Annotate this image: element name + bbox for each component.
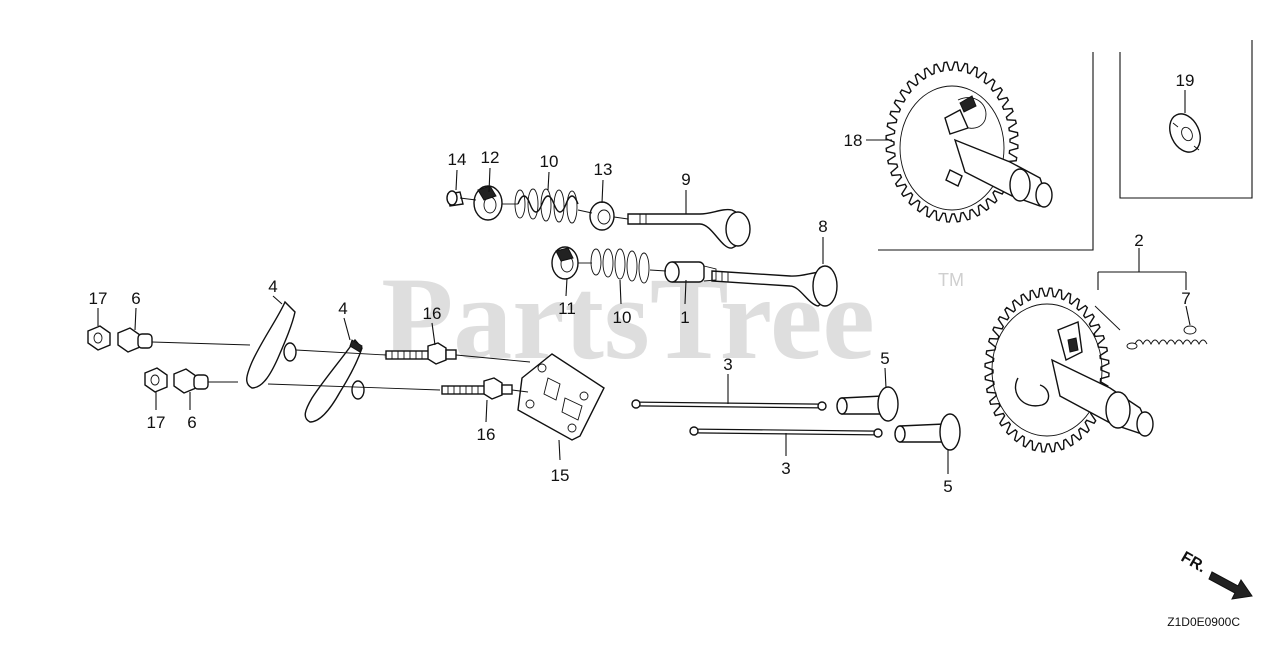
valve-9[interactable]	[627, 208, 751, 249]
callout-6-lower[interactable]: 6	[187, 413, 196, 432]
callout-13[interactable]: 13	[594, 160, 613, 179]
callout-15[interactable]: 15	[551, 466, 570, 485]
callout-12[interactable]: 12	[481, 148, 500, 167]
valve-seal-13[interactable]	[589, 201, 615, 231]
rocker-stud-16-upper[interactable]	[385, 342, 457, 365]
camshaft-18-frame	[878, 52, 1094, 251]
valve-spring-10-lower[interactable]	[590, 248, 650, 284]
front-indicator: FR.	[1178, 549, 1253, 600]
cotter-14[interactable]	[446, 190, 464, 207]
spring-7[interactable]	[1134, 339, 1208, 346]
pivot-nut-6-upper[interactable]	[117, 327, 153, 353]
rocker-stud-16-lower[interactable]	[441, 377, 513, 400]
valve-retainer-11[interactable]	[551, 246, 579, 280]
cam-gear-2	[984, 287, 1110, 453]
callout-5-upper[interactable]: 5	[880, 349, 889, 368]
valve-retainer-12[interactable]	[473, 185, 503, 221]
valve-spring-10-upper[interactable]	[514, 188, 579, 224]
camshaft-18[interactable]	[885, 61, 1053, 223]
pivot-nut-6-lower[interactable]	[173, 368, 209, 394]
washer-19[interactable]	[1164, 109, 1206, 157]
callout-17-upper[interactable]: 17	[89, 289, 108, 308]
callout-10-upper[interactable]: 10	[540, 152, 559, 171]
watermark-trademark: TM	[938, 270, 964, 290]
callout-18[interactable]: 18	[844, 131, 863, 150]
callout-14[interactable]: 14	[448, 150, 467, 169]
callout-3-upper[interactable]: 3	[723, 355, 732, 374]
front-arrow-icon	[1208, 571, 1253, 600]
callout-19[interactable]: 19	[1176, 71, 1195, 90]
washer-19-frame	[1119, 40, 1253, 199]
callout-11[interactable]: 11	[558, 299, 576, 318]
callout-17-lower[interactable]: 17	[147, 413, 166, 432]
rocker-arm-4-right[interactable]	[304, 338, 365, 423]
callout-1[interactable]: 1	[680, 308, 689, 327]
callout-10-lower[interactable]: 10	[613, 308, 632, 327]
callout-2[interactable]: 2	[1134, 231, 1143, 250]
rocker-arm-4-left[interactable]	[246, 300, 297, 389]
callout-16-upper[interactable]: 16	[423, 304, 442, 323]
callout-9[interactable]: 9	[681, 170, 690, 189]
callout-5-lower[interactable]: 5	[943, 477, 952, 496]
callout-7[interactable]: 7	[1181, 289, 1190, 308]
assembly-lines	[151, 197, 1121, 393]
callout-6-upper[interactable]: 6	[131, 289, 140, 308]
camshaft-2[interactable]	[984, 287, 1208, 453]
callout-8[interactable]: 8	[818, 217, 827, 236]
push-rod-3-lower[interactable]	[689, 426, 883, 438]
callout-4-left[interactable]: 4	[268, 277, 277, 296]
callout-3-lower[interactable]: 3	[781, 459, 790, 478]
front-label: FR.	[1178, 549, 1209, 577]
callout-4-right[interactable]: 4	[338, 299, 347, 318]
diagram-code: Z1D0E0900C	[1167, 615, 1240, 629]
nut-17-lower[interactable]	[144, 367, 168, 393]
tappet-5-upper[interactable]	[836, 386, 899, 422]
nut-17-upper[interactable]	[87, 325, 111, 351]
callout-16-lower[interactable]: 16	[477, 425, 496, 444]
guide-plate-15[interactable]	[517, 353, 605, 441]
tappet-5-lower[interactable]	[894, 413, 961, 451]
push-rod-3-upper[interactable]	[631, 399, 827, 411]
valve-8[interactable]	[711, 265, 838, 307]
leader-lines	[97, 90, 1191, 474]
callout-labels: 14 12 10 13 9 8 11 10 1 17 6 4 4 16 17 6…	[89, 71, 1195, 496]
